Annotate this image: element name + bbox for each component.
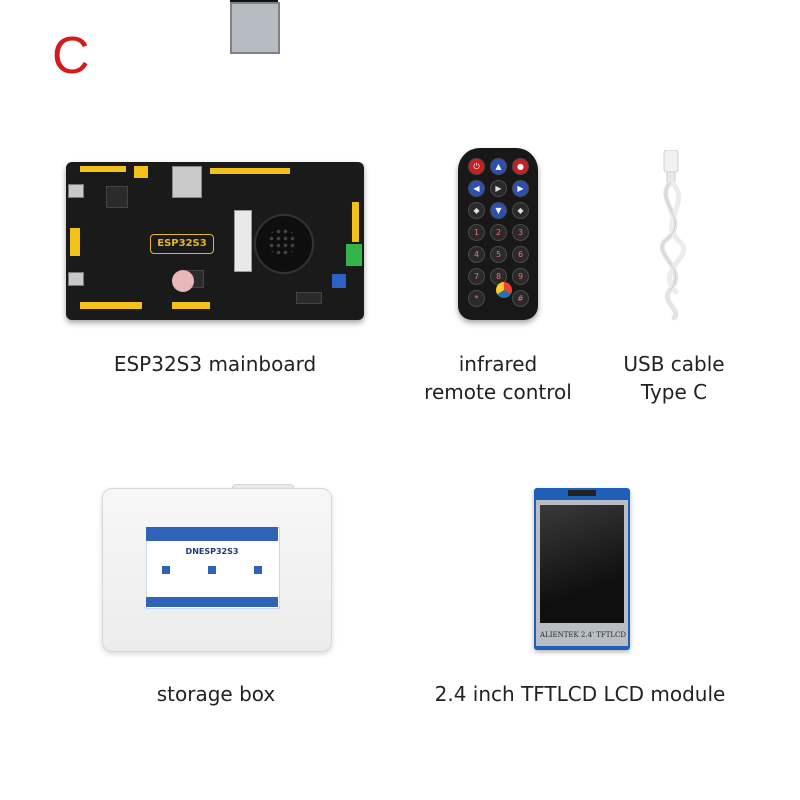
board-logo: ESP32S3 xyxy=(150,234,214,254)
caption-box: storage box xyxy=(156,682,276,706)
usb-cable-image xyxy=(659,150,687,321)
lcd-screen xyxy=(540,505,624,623)
caption-lcd: 2.4 inch TFTLCD LCD module xyxy=(434,682,726,706)
caption-remote: infrared remote control xyxy=(424,352,572,404)
speaker xyxy=(254,214,314,274)
variant-label: C xyxy=(52,27,90,85)
fpc-connector xyxy=(234,210,252,272)
buzzer xyxy=(172,270,194,292)
potentiometer xyxy=(332,274,346,288)
mainboard-pcb xyxy=(66,162,364,320)
lcd-silkscreen: ALIENTEK 2.4' TFTLCD xyxy=(540,631,627,639)
terminal-block xyxy=(346,244,362,266)
caption-mainboard: ESP32S3 mainboard xyxy=(113,352,317,376)
box-label-title: DNESP32S3 xyxy=(185,547,239,556)
caption-cable: USB cable Type C xyxy=(623,352,725,404)
esp32-module xyxy=(230,2,280,54)
remote-logo-icon xyxy=(496,282,512,298)
sd-card-slot xyxy=(172,166,202,198)
lcd-header xyxy=(568,490,596,496)
